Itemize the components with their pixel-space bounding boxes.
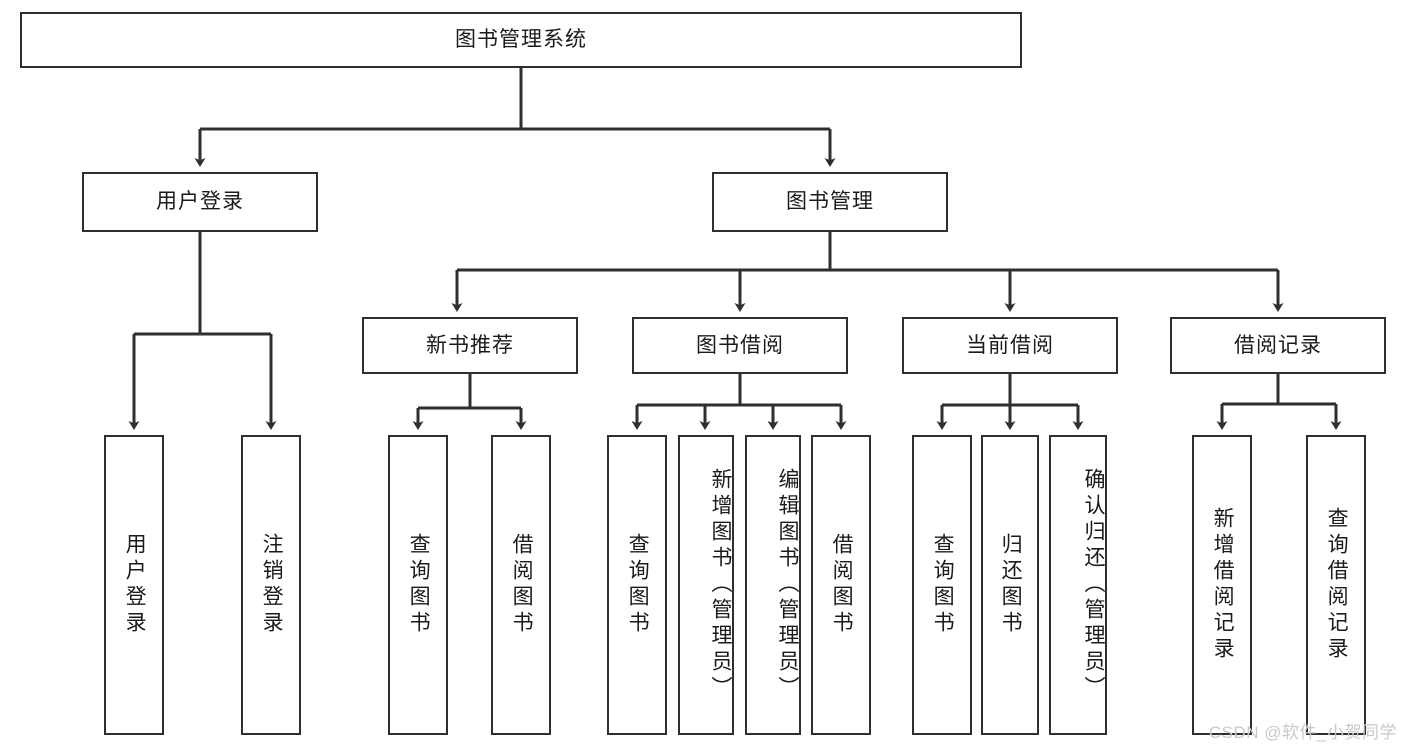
csdn-watermark: CSDN @软件_小贺同学 — [1208, 723, 1397, 742]
node-leaf-edit-book[interactable]: 编辑图书（管理员） — [745, 435, 801, 735]
node-label: 图书管理系统 — [455, 28, 587, 52]
node-label: 借阅记录 — [1234, 333, 1322, 357]
node-leaf-logout-login[interactable]: 注销登录 — [241, 435, 301, 735]
node-book-management-system[interactable]: 图书管理系统 — [20, 12, 1022, 68]
node-label: 借阅图书 — [830, 533, 854, 637]
node-label: 编辑图书（管理员） — [776, 468, 799, 702]
node-leaf-borrow-book-2[interactable]: 借阅图书 — [811, 435, 871, 735]
node-label: 查询图书 — [626, 533, 650, 637]
node-label: 确认归还（管理员） — [1082, 468, 1105, 702]
node-label: 新增借阅记录 — [1211, 507, 1235, 663]
node-label: 查询图书 — [931, 533, 955, 637]
node-label: 借阅图书 — [510, 533, 534, 637]
node-leaf-add-book[interactable]: 新增图书（管理员） — [678, 435, 734, 735]
node-label: 当前借阅 — [966, 333, 1054, 357]
node-leaf-confirm-return[interactable]: 确认归还（管理员） — [1049, 435, 1107, 735]
node-leaf-return-book[interactable]: 归还图书 — [981, 435, 1039, 735]
node-label: 新增图书（管理员） — [709, 468, 732, 702]
node-borrow-record[interactable]: 借阅记录 — [1170, 317, 1386, 374]
node-leaf-query-book-3[interactable]: 查询图书 — [912, 435, 972, 735]
node-current-borrow[interactable]: 当前借阅 — [902, 317, 1118, 374]
node-leaf-query-record[interactable]: 查询借阅记录 — [1306, 435, 1366, 735]
node-label: 图书管理 — [786, 190, 874, 214]
node-book-borrow[interactable]: 图书借阅 — [632, 317, 848, 374]
node-leaf-query-book-2[interactable]: 查询图书 — [607, 435, 667, 735]
node-leaf-borrow-book-1[interactable]: 借阅图书 — [491, 435, 551, 735]
node-book-management[interactable]: 图书管理 — [712, 172, 948, 232]
node-user-login[interactable]: 用户登录 — [82, 172, 318, 232]
node-label: 图书借阅 — [696, 333, 784, 357]
node-leaf-query-book-1[interactable]: 查询图书 — [388, 435, 448, 735]
node-label: 新书推荐 — [426, 333, 514, 357]
node-leaf-add-record[interactable]: 新增借阅记录 — [1192, 435, 1252, 735]
node-leaf-user-login[interactable]: 用户登录 — [104, 435, 164, 735]
node-label: 用户登录 — [123, 533, 147, 637]
node-new-book-recommend[interactable]: 新书推荐 — [362, 317, 578, 374]
node-label: 查询借阅记录 — [1325, 507, 1349, 663]
node-label: 查询图书 — [407, 533, 431, 637]
node-label: 归还图书 — [999, 533, 1023, 637]
node-label: 注销登录 — [260, 533, 284, 637]
node-label: 用户登录 — [156, 190, 244, 214]
